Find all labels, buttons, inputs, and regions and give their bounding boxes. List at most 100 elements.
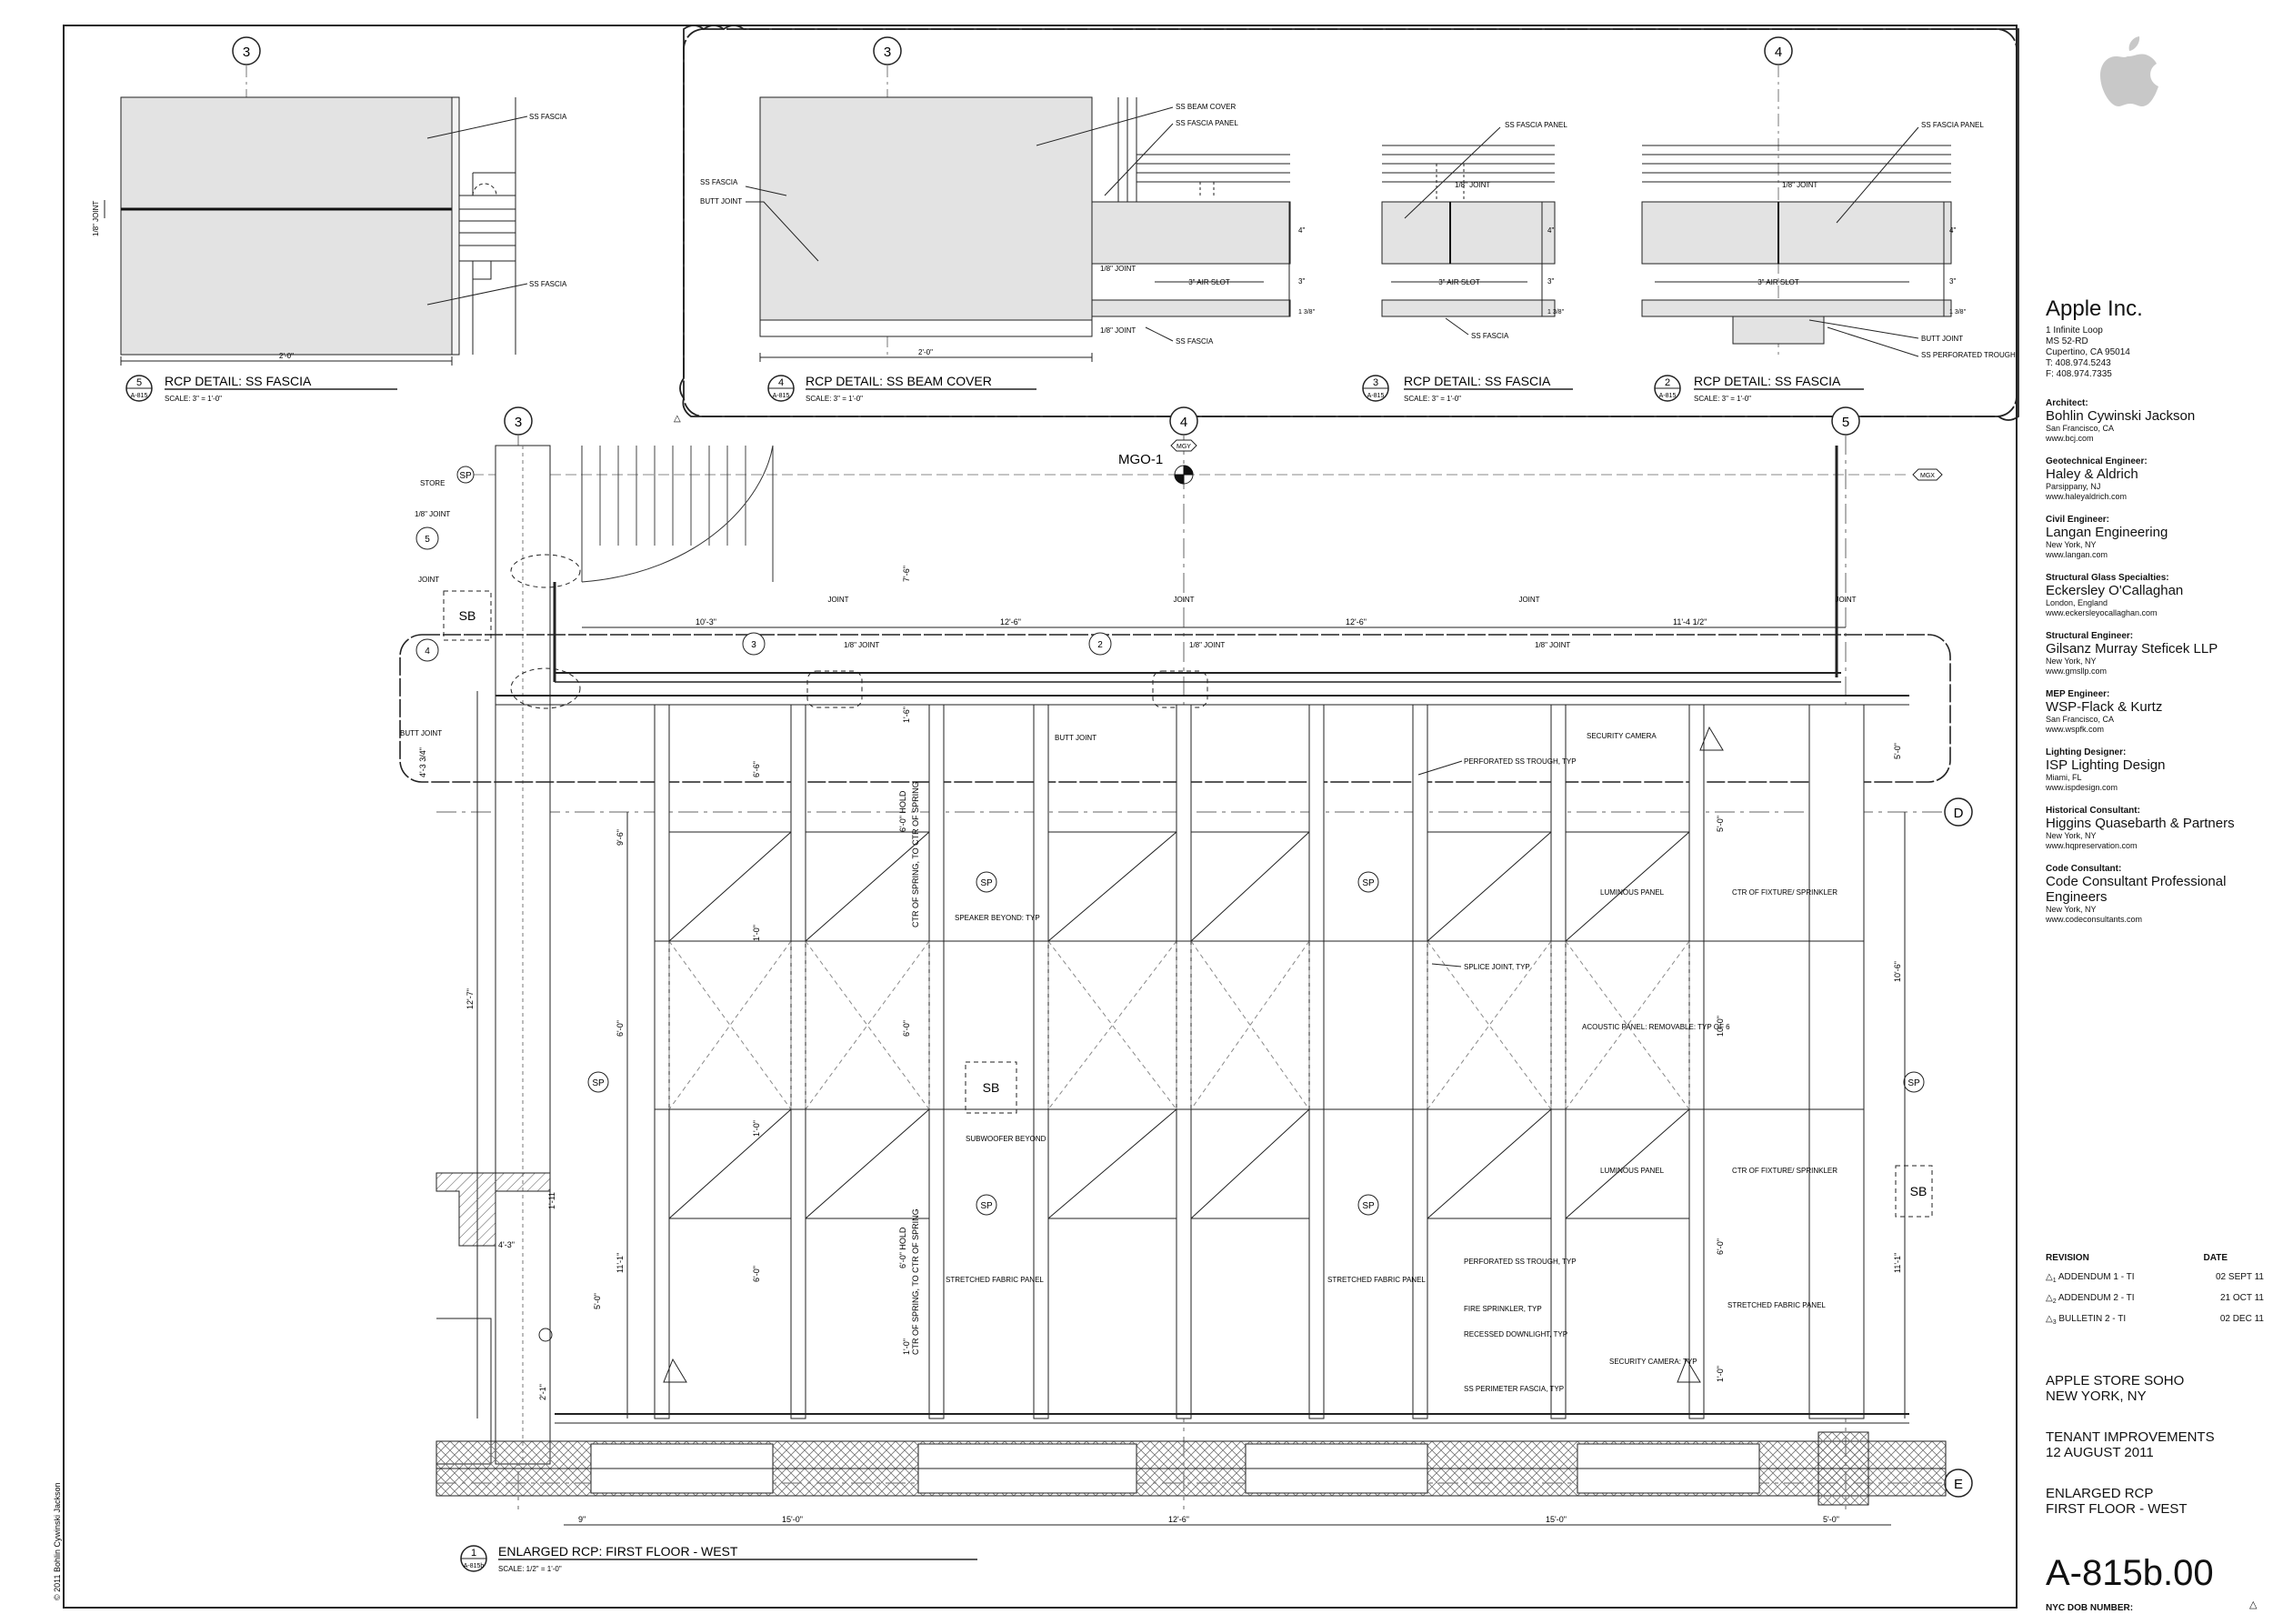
detail3-title-number: 3 xyxy=(1373,377,1378,388)
detail2-label-trough: SS PERFORATED TROUGH xyxy=(1921,351,2016,359)
client-address-4: T: 408.974.5243 xyxy=(2046,358,2111,368)
consultant-city: Miami, FL xyxy=(2046,773,2082,782)
consultant-role: MEP Engineer: xyxy=(2046,689,2110,699)
consultant-entry: Historical Consultant:Higgins Quasebarth… xyxy=(2046,806,2264,851)
copyright-text: © 2011 Bohlin Cywinski Jackson xyxy=(53,1482,62,1600)
client-address-2: MS 52-RD xyxy=(2046,336,2088,346)
detail5-title-number: 5 xyxy=(136,377,142,388)
callout-3-num: 3 xyxy=(751,640,756,650)
store-label: STORE xyxy=(420,479,445,487)
joint-label-c: JOINT xyxy=(1518,596,1539,604)
dim-5-0-a: 5'-0" xyxy=(1716,816,1725,832)
mgo-label: MGO-1 xyxy=(1118,452,1163,467)
detail2-label-fascia-panel: SS FASCIA PANEL xyxy=(1921,121,1984,129)
grid-label-e: E xyxy=(1954,1477,1963,1492)
speaker-label-5: SP xyxy=(1362,1201,1375,1211)
note-ctr-fixture-2: CTR OF FIXTURE/ SPRINKLER xyxy=(1732,1167,1837,1175)
plan-dims-vertical: 12'-7" 9'-6" 6'-0" 11'-1" 7'-6" 1'-6" 6'… xyxy=(418,566,1906,1418)
detail4-label-butt-joint: BUTT JOINT xyxy=(700,197,742,206)
dim-9-6: 9'-6" xyxy=(616,829,625,846)
speaker-label-4: SP xyxy=(980,1201,993,1211)
dim-11-4: 11'-4 1/2" xyxy=(1673,617,1707,627)
consultant-role: Architect: xyxy=(2046,398,2088,408)
detail-3-ss-fascia: 3" AIR SLOT 1/8" JOINT SS FASCIA PANEL S… xyxy=(1362,121,1573,403)
detail4-title-number: 4 xyxy=(778,377,784,388)
client-address-1: 1 Infinite Loop xyxy=(2046,326,2103,336)
joint-18-c: 1/8" JOINT xyxy=(1535,641,1570,649)
dim-15-0-b: 15'-0" xyxy=(1546,1515,1567,1524)
detail4-title-sheet: A-815 xyxy=(773,393,790,399)
detail3-title-sheet: A-815 xyxy=(1367,393,1385,399)
callout-5-num: 5 xyxy=(425,535,430,545)
plan-title-sheet: A-815b xyxy=(464,1563,485,1569)
consultant-city: New York, NY xyxy=(2046,831,2097,840)
beam-cover-panel xyxy=(759,96,1093,321)
detail5-label-ss-fascia-1: SS FASCIA xyxy=(529,113,567,121)
joint-18-b: 1/8" JOINT xyxy=(1189,641,1225,649)
phase-date: 12 AUGUST 2011 xyxy=(2046,1445,2154,1460)
grid-label-4: 4 xyxy=(1180,415,1187,430)
dim-12-6-c: 12'-6" xyxy=(1168,1515,1189,1524)
detail4-dim-3: 3" xyxy=(1298,277,1305,286)
speaker-label-1: SP xyxy=(980,878,993,888)
joint-label-a: JOINT xyxy=(827,596,848,604)
detail2-dim-3: 3" xyxy=(1949,277,1956,286)
note-ctr-spring-2: CTR OF SPRING, TO CTR OF SPRING xyxy=(911,1208,920,1355)
revision-date: 21 OCT 11 xyxy=(2220,1293,2264,1303)
consultant-name: Code Consultant Professional Engineers xyxy=(2046,874,2227,905)
consultant-web: www.bcj.com xyxy=(2046,434,2094,443)
sb-box-3 xyxy=(1895,1165,1933,1218)
detail3-label-fascia-panel: SS FASCIA PANEL xyxy=(1505,121,1567,129)
detail5-scale: SCALE: 3" = 1'-0" xyxy=(165,395,222,403)
note-fabric-3: STRETCHED FABRIC PANEL xyxy=(1727,1301,1826,1309)
consultant-web: www.haleyaldrich.com xyxy=(2046,492,2128,501)
dob-number-label: NYC DOB NUMBER: xyxy=(2046,1603,2134,1613)
plan-scale: SCALE: 1/2" = 1'-0" xyxy=(498,1565,562,1573)
dim-6-0-a: 6'-0" xyxy=(616,1020,625,1037)
note-speaker-beyond: SPEAKER BEYOND: TYP xyxy=(955,914,1040,922)
speaker-symbol-6 xyxy=(1903,1071,1925,1093)
detail3-air-slot: 3" AIR SLOT xyxy=(1438,278,1480,286)
note-fire-sprinkler: FIRE SPRINKLER, TYP xyxy=(1464,1305,1542,1313)
sheet-title-block: ENLARGED RCP FIRST FLOOR - WEST xyxy=(2046,1486,2264,1517)
mgy-tag-label: MGY xyxy=(1177,444,1191,450)
note-splice-joint: SPLICE JOINT, TYP xyxy=(1464,963,1530,971)
note-ctr-spring-1: CTR OF SPRING, TO CTR OF SPRING xyxy=(911,781,920,927)
grid-label-5: 5 xyxy=(1842,415,1849,430)
grid-label-d: D xyxy=(1954,806,1964,821)
callout-4-num: 4 xyxy=(425,647,430,657)
store-sp-label: SP xyxy=(459,471,472,481)
grid-label-3-detail5: 3 xyxy=(243,45,250,60)
callout-2 xyxy=(1088,632,1112,656)
speaker-symbol-4 xyxy=(976,1194,997,1216)
cloud-revision-mark: △ xyxy=(674,414,681,424)
note-perforated-trough-2: PERFORATED SS TROUGH, TYP xyxy=(1464,1258,1577,1266)
revision-label: ADDENDUM 1 - TI xyxy=(2058,1272,2135,1282)
note-security-camera-typ: SECURITY CAMERA: TYP xyxy=(1609,1358,1697,1366)
dim-10-0: 10'-0" xyxy=(1716,1016,1725,1037)
dim-11-1-r: 11'-1" xyxy=(1893,1253,1902,1273)
dim-6-0-b: 6'-0" xyxy=(752,1266,761,1282)
detail-4-ss-beam-cover: 3 3" AIR SLOT 4" 3" 1 3/8" SS BEAM COVER… xyxy=(700,36,1316,403)
consultant-role: Code Consultant: xyxy=(2046,864,2122,874)
detail5-label-ss-fascia-2: SS FASCIA xyxy=(529,280,567,288)
revision-label: ADDENDUM 2 - TI xyxy=(2058,1293,2135,1303)
detail4-title: RCP DETAIL: SS BEAM COVER xyxy=(806,374,992,388)
consultant-role: Historical Consultant: xyxy=(2046,806,2140,816)
butt-joint-left: BUTT JOINT xyxy=(400,729,442,737)
dim-5-0-b: 5'-0" xyxy=(1893,743,1902,759)
dim-1-11: 1'-11" xyxy=(547,1189,556,1209)
apple-logo-icon xyxy=(2100,36,2158,106)
store-sp-symbol xyxy=(456,466,475,484)
detail3-label-ss-fascia: SS FASCIA xyxy=(1471,332,1509,340)
detail3-joint: 1/8" JOINT xyxy=(1455,181,1490,189)
main-plan: 3 4 5 D E MGO-1 MGY MGX SP STORE SB xyxy=(399,406,1973,1573)
revision-date: 02 DEC 11 xyxy=(2219,1314,2264,1324)
project-block: APPLE STORE SOHO NEW YORK, NY xyxy=(2046,1373,2264,1404)
detail4-label-ss-fascia: SS FASCIA xyxy=(700,178,738,186)
